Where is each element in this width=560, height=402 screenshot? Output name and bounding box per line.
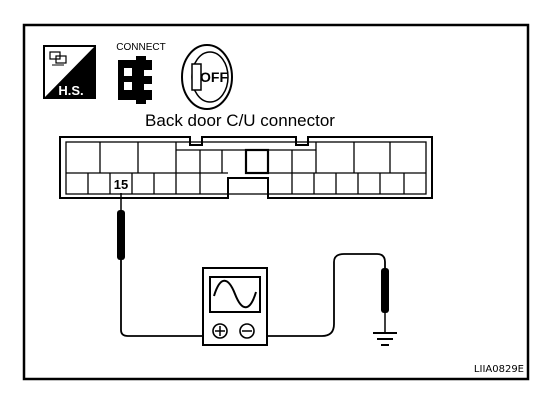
minus-terminal-icon	[239, 323, 255, 339]
harness-side-icon: H.S.	[43, 45, 96, 99]
negative-probe	[252, 253, 389, 337]
figure-border	[22, 23, 530, 381]
connect-icon: CONNECT	[116, 42, 166, 104]
ground-symbol	[373, 332, 397, 346]
connector-title: Back door C/U connector	[145, 111, 335, 130]
harness-side-label: H.S.	[58, 83, 83, 98]
pin-15-label: 15	[114, 177, 128, 192]
oscilloscope-icon	[202, 267, 268, 346]
connector-face: 15	[59, 136, 433, 199]
ignition-off-label: OFF	[200, 69, 228, 85]
plus-terminal-icon	[212, 323, 228, 339]
figure-code: LIIA0829E	[474, 364, 524, 375]
positive-probe	[117, 193, 208, 337]
connect-caption: CONNECT	[116, 42, 165, 53]
ignition-off-icon: OFF	[181, 44, 233, 110]
